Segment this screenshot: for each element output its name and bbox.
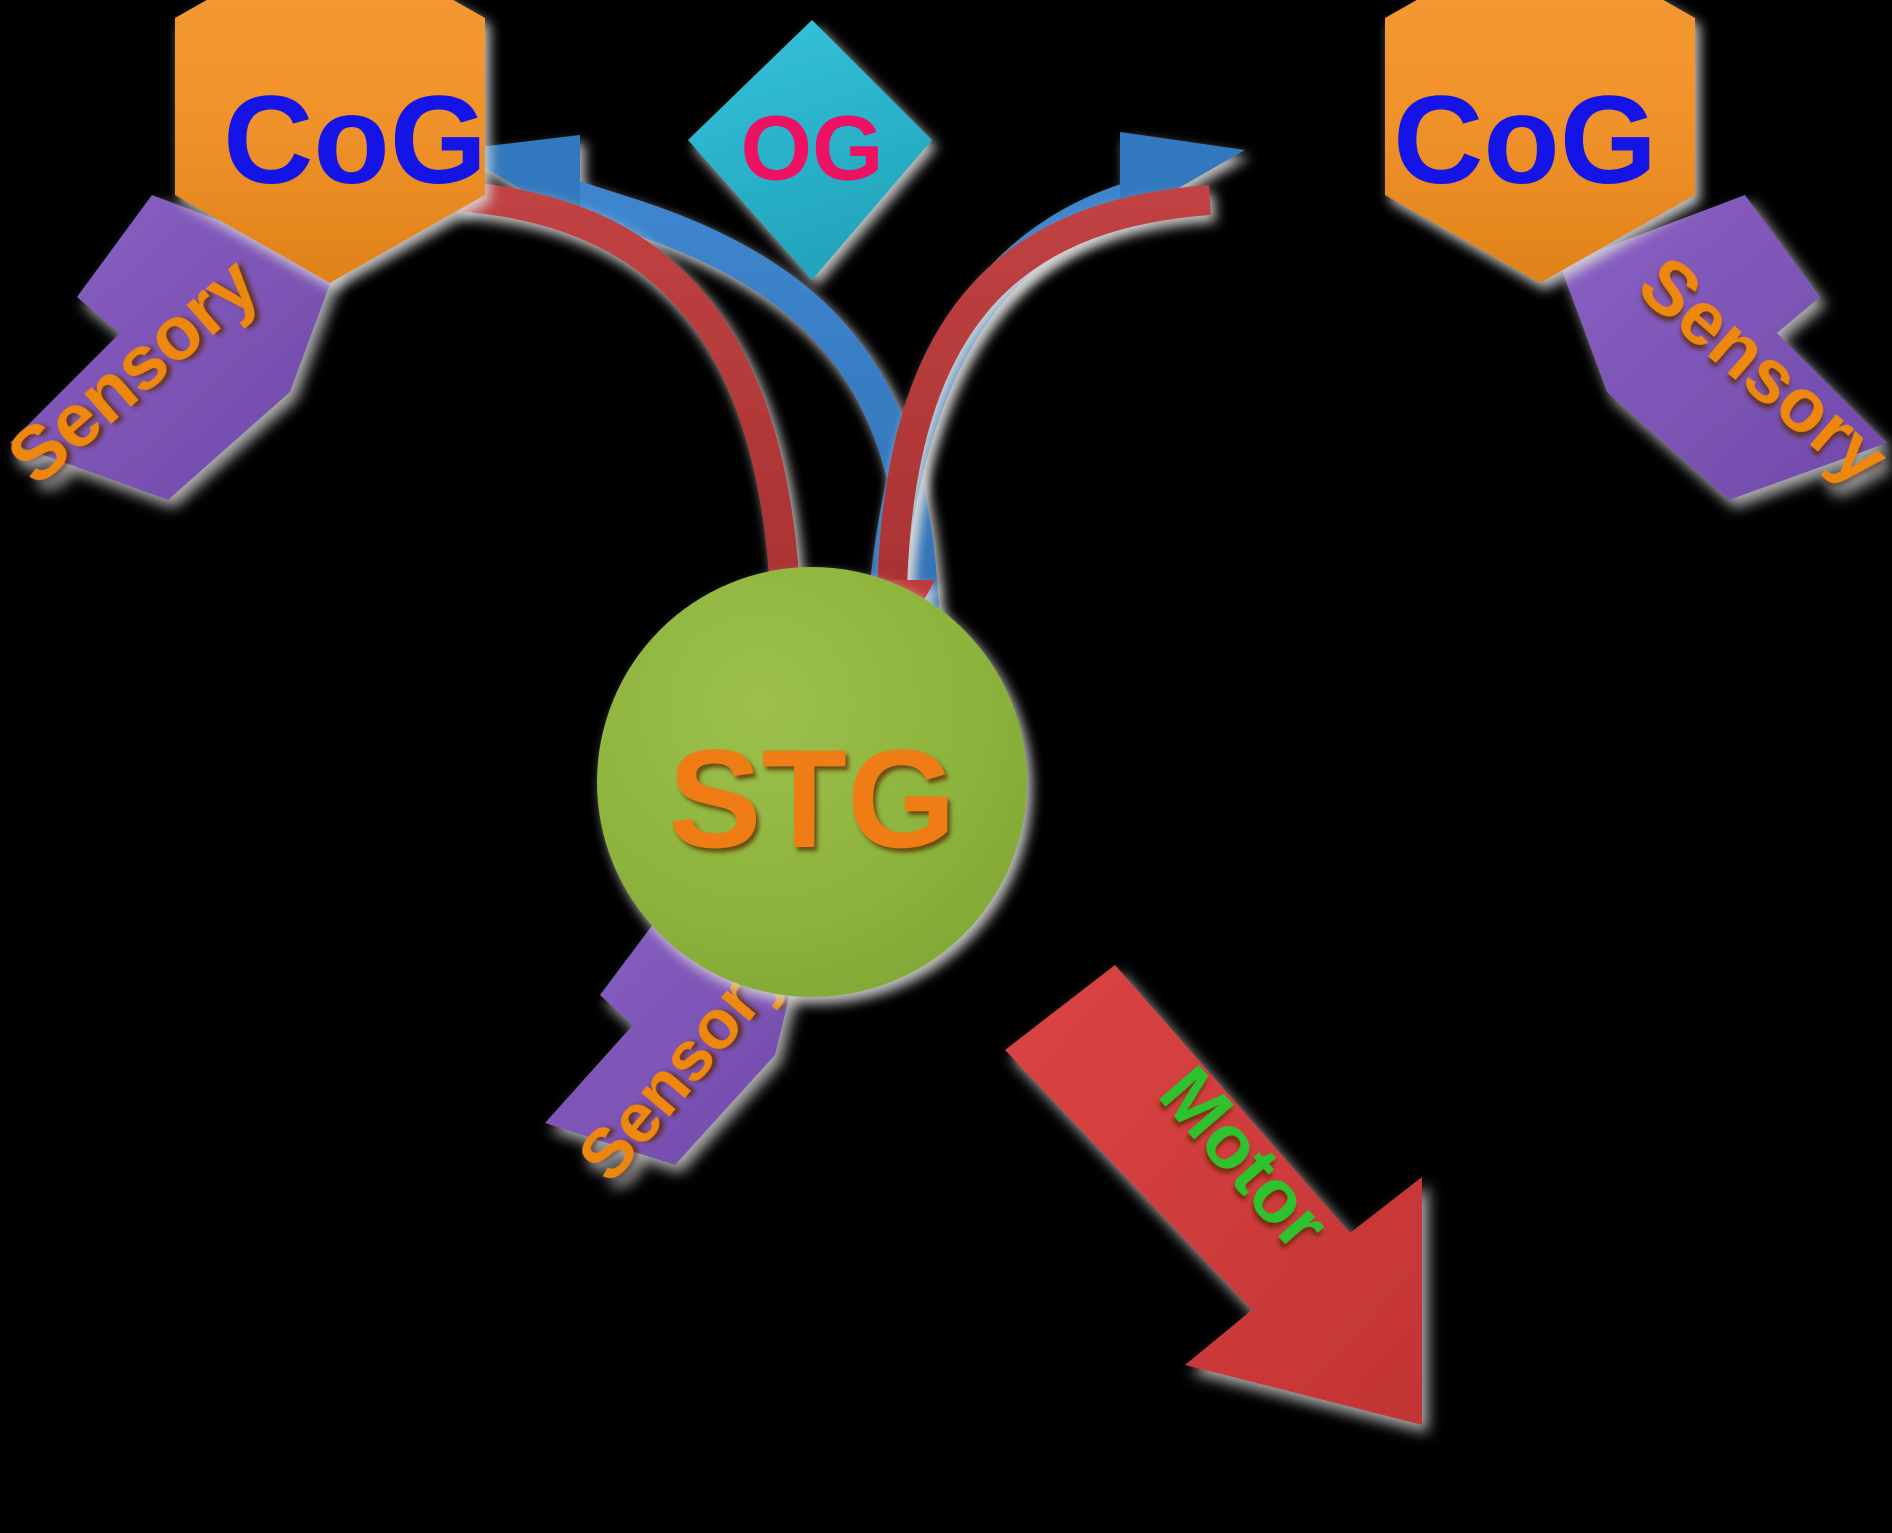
node-stg-label: STG <box>668 720 956 877</box>
arrow-motor: Motor <box>1005 965 1422 1425</box>
node-cog-left[interactable] <box>175 0 485 283</box>
node-og-label: OG <box>740 97 883 199</box>
node-cog-right[interactable] <box>1385 0 1695 283</box>
node-cog-left-label: CoG <box>223 71 487 210</box>
node-stg[interactable] <box>597 567 1027 997</box>
node-og[interactable] <box>688 20 932 280</box>
node-cog-right-label: CoG <box>1393 71 1657 210</box>
